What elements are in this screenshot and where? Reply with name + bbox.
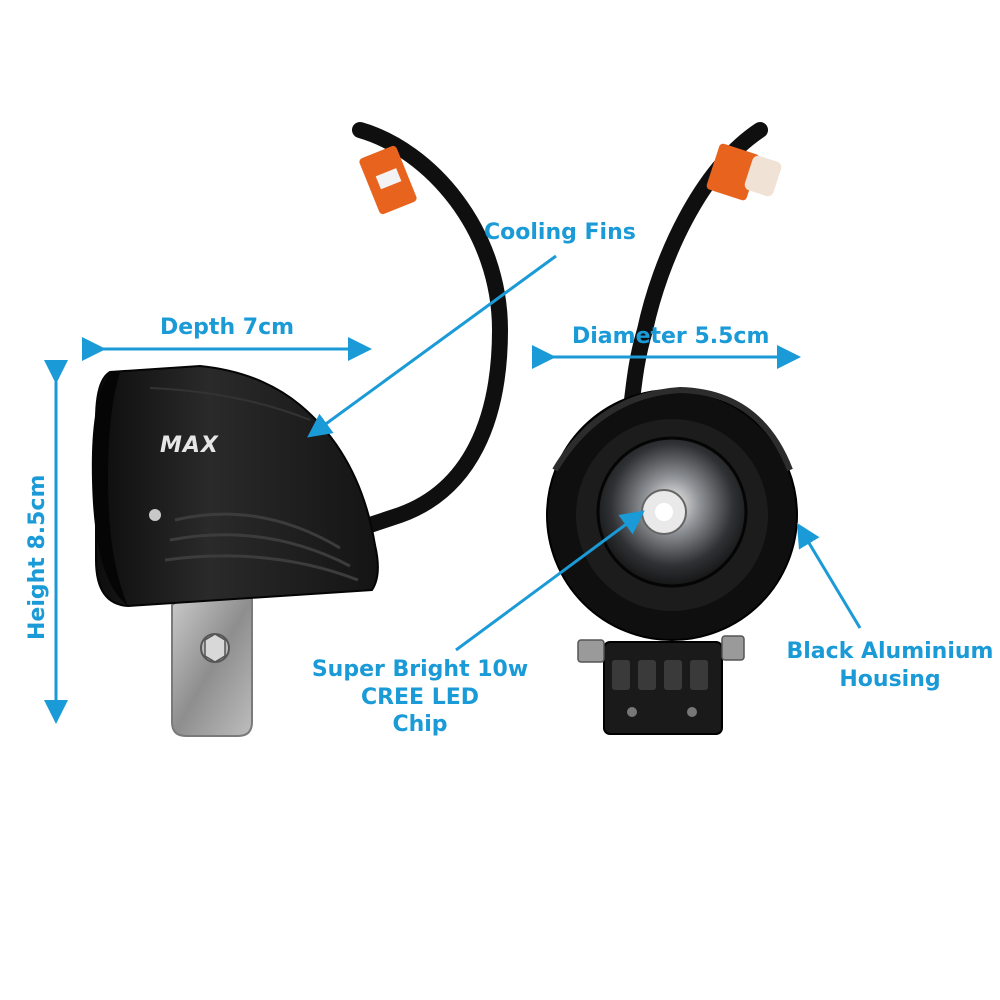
led-chip-label-line1: Super Bright 10w [311, 657, 529, 682]
right-lamp [546, 386, 798, 735]
diameter-label: Diameter 5.5cm [572, 324, 770, 349]
housing-label-line2: Housing [839, 666, 941, 692]
housing-arrow [796, 522, 862, 629]
height-label: Height 8.5cm [25, 474, 50, 640]
housing-label-line1: Black Aluminium [786, 639, 994, 664]
led-chip-label-line3: Chip [392, 712, 448, 737]
left-lamp [91, 364, 379, 737]
led-chip-arrow [455, 510, 645, 652]
cooling-fins-label: Cooling Fins [484, 220, 636, 245]
led-chip-label-line2: CREE LED [360, 684, 480, 710]
housing-label: Black Aluminium Housing [770, 638, 1000, 693]
depth-label: Depth 7cm [160, 315, 295, 340]
led-chip-label: Super Bright 10w CREE LED Chip [296, 656, 544, 739]
left-cable [352, 122, 509, 533]
left-cable-tag [359, 145, 417, 215]
cooling-fins-arrow [307, 254, 557, 438]
right-cable-tag [706, 143, 782, 201]
max-logo: MAX [160, 433, 219, 458]
